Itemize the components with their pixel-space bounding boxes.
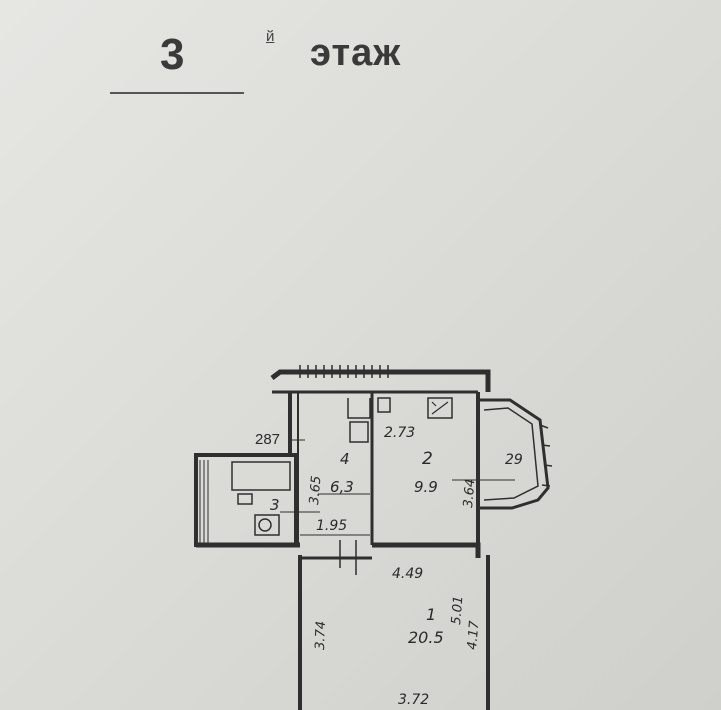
bathroom-hatch bbox=[199, 460, 209, 545]
balcony-ticks bbox=[539, 424, 553, 487]
stove-icon bbox=[349, 421, 369, 443]
dim-287: 287 bbox=[255, 431, 280, 448]
appliance-icon bbox=[377, 397, 391, 413]
dim-374: 3.74 bbox=[313, 621, 329, 650]
floor-label: этаж bbox=[310, 32, 402, 74]
dim-29: 29 bbox=[505, 452, 523, 468]
room-1-number: 1 bbox=[426, 605, 436, 624]
window-box-icon bbox=[427, 397, 453, 419]
dim-273: 2.73 bbox=[384, 425, 415, 441]
room-2-number: 2 bbox=[422, 449, 433, 469]
toilet-bowl-icon bbox=[258, 518, 272, 532]
dim-501: 5.01 bbox=[449, 595, 466, 625]
room-3-number: 3 bbox=[270, 496, 280, 514]
bay-window-inner bbox=[483, 407, 539, 501]
mid-wall bbox=[196, 542, 481, 558]
floor-number-underline bbox=[110, 92, 244, 94]
floor-number: 3 bbox=[160, 30, 185, 79]
dim-195: 1.95 bbox=[316, 518, 347, 534]
dim-449: 4.49 bbox=[392, 566, 423, 582]
room-4-number: 4 bbox=[340, 450, 350, 468]
toilet-icon bbox=[254, 514, 280, 536]
floor-number-suffix: й bbox=[266, 28, 275, 45]
bathtub-icon bbox=[231, 461, 291, 491]
room-1-area: 20.5 bbox=[408, 628, 444, 647]
top-wall bbox=[270, 369, 491, 392]
sink-icon bbox=[237, 493, 253, 505]
dim-364: 3.64 bbox=[461, 478, 478, 508]
bathroom-block bbox=[194, 453, 298, 547]
plan-walls bbox=[194, 365, 553, 710]
room-2-area: 9.9 bbox=[414, 478, 438, 496]
bay-window bbox=[478, 398, 550, 510]
dim-372: 3.72 bbox=[398, 692, 429, 708]
dim-365: 3.65 bbox=[307, 475, 324, 505]
kitchen-fixture bbox=[347, 398, 371, 419]
dim-417: 4.17 bbox=[465, 619, 483, 650]
room-4-area: 6,3 bbox=[330, 478, 354, 496]
top-wall-ticks bbox=[299, 365, 389, 378]
window-box-mark bbox=[431, 401, 449, 415]
